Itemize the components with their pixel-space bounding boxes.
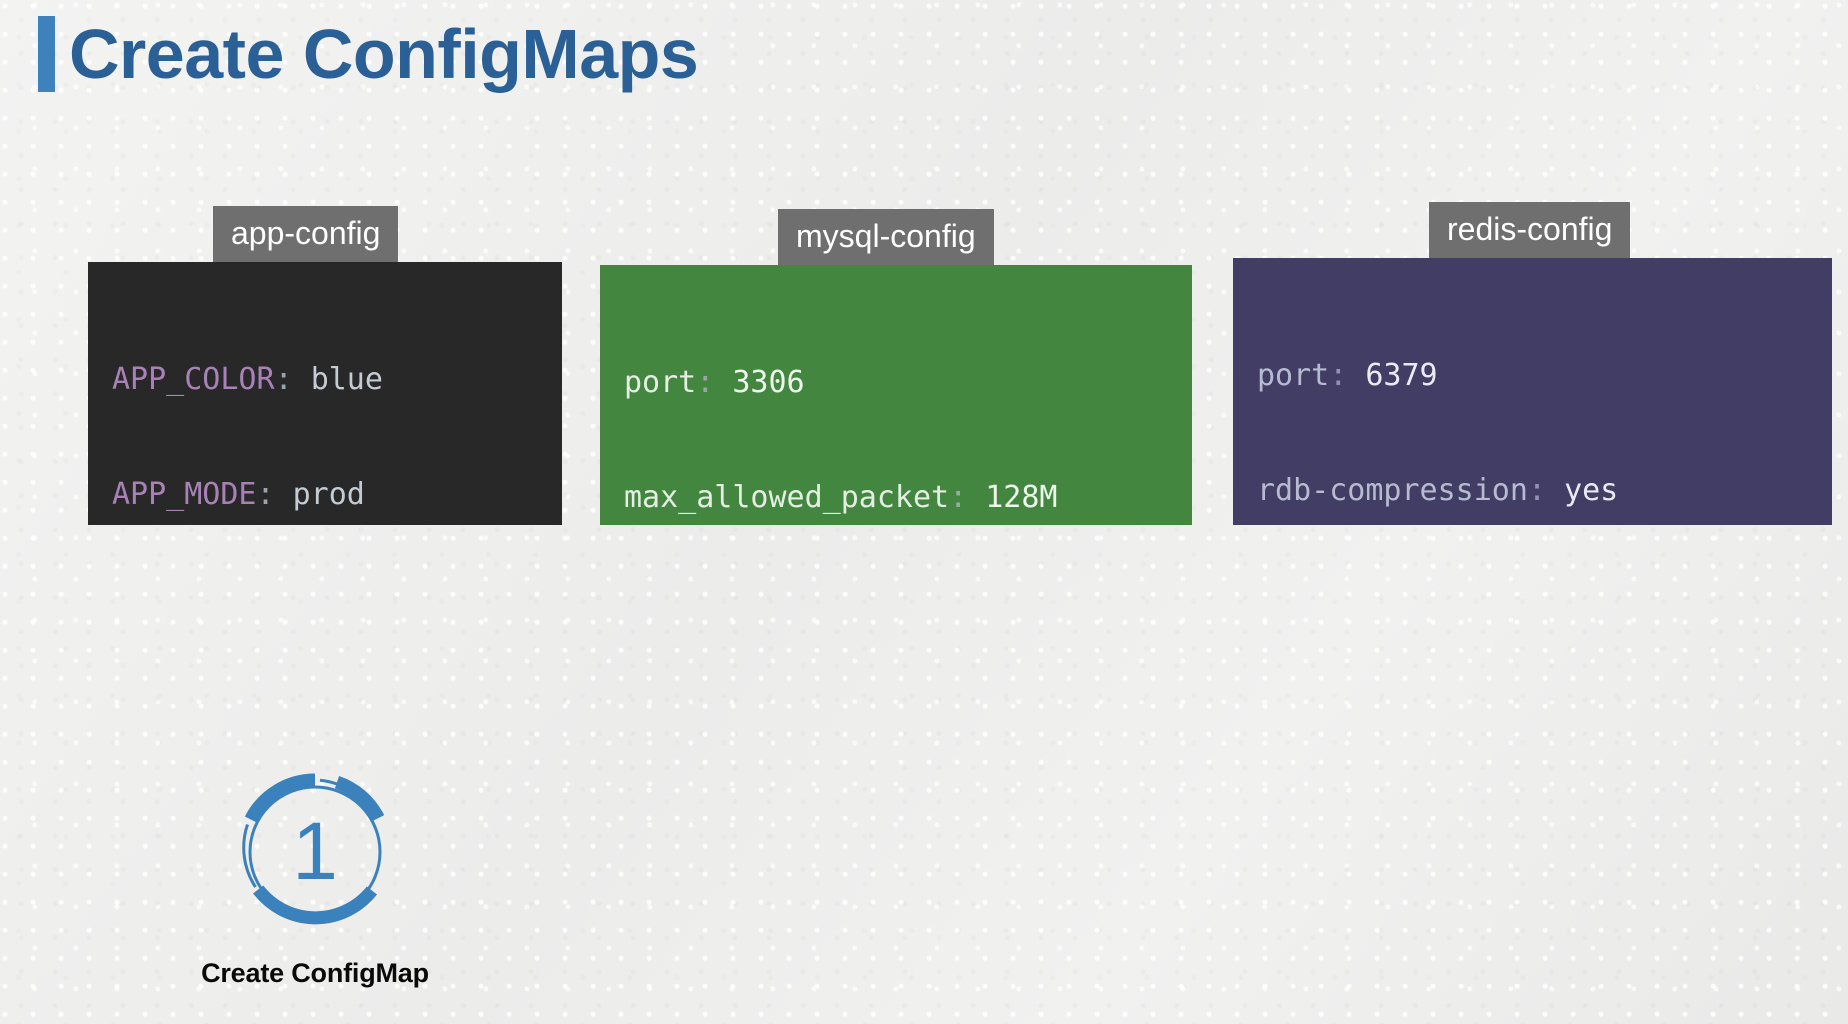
entry-value: 128M xyxy=(985,479,1058,515)
configmap-entry: rdb-compression: yes xyxy=(1257,472,1808,510)
configmap-entry: APP_COLOR: blue xyxy=(112,361,538,399)
configmap-entry: APP_MODE: prod xyxy=(112,476,538,514)
entry-key: APP_MODE xyxy=(112,476,257,512)
entry-value: blue xyxy=(310,361,383,397)
step-ring-icon xyxy=(242,773,385,925)
configmap-name-tab: app-config xyxy=(213,206,399,262)
page-title-text: Create ConfigMaps xyxy=(69,15,699,93)
configmap-body: port: 3306 max_allowed_packet: 128M xyxy=(600,265,1192,525)
entry-key: rdb-compression xyxy=(1257,472,1528,508)
title-accent-bar xyxy=(38,16,55,92)
step-badge: 1 Create ConfigMap xyxy=(185,762,445,989)
entry-key: port xyxy=(1257,357,1330,393)
configmap-name-tab: mysql-config xyxy=(778,209,994,265)
entry-separator: : xyxy=(256,476,293,512)
entry-value: 3306 xyxy=(732,364,805,400)
configmap-entry: max_allowed_packet: 128M xyxy=(624,479,1168,517)
entry-key: APP_COLOR xyxy=(112,361,275,397)
entry-key: port xyxy=(624,364,697,400)
entry-separator: : xyxy=(949,479,986,515)
entry-separator: : xyxy=(1329,357,1366,393)
entry-value: prod xyxy=(292,476,365,512)
step-ring: 1 xyxy=(225,762,405,942)
configmap-card-redis-config: redis-config port: 6379 rdb-compression:… xyxy=(1233,202,1832,525)
configmap-card-mysql-config: mysql-config port: 3306 max_allowed_pack… xyxy=(600,209,1192,525)
step-number: 1 xyxy=(292,806,338,897)
entry-separator: : xyxy=(1527,472,1565,508)
configmap-body: APP_COLOR: blue APP_MODE: prod xyxy=(88,262,562,525)
entry-separator: : xyxy=(696,364,733,400)
configmap-entry: port: 6379 xyxy=(1257,357,1808,395)
configmap-body: port: 6379 rdb-compression: yes xyxy=(1233,258,1832,525)
page-title: Create ConfigMaps xyxy=(38,15,699,93)
entry-value: 6379 xyxy=(1365,357,1438,393)
configmap-name-tab: redis-config xyxy=(1429,202,1631,258)
step-label: Create ConfigMap xyxy=(201,958,429,988)
configmap-entry: port: 3306 xyxy=(624,364,1168,402)
configmap-card-app-config: app-config APP_COLOR: blue APP_MODE: pro… xyxy=(88,206,562,525)
entry-key: max_allowed_packet xyxy=(624,479,950,515)
entry-separator: : xyxy=(274,361,311,397)
entry-value: yes xyxy=(1564,472,1619,508)
